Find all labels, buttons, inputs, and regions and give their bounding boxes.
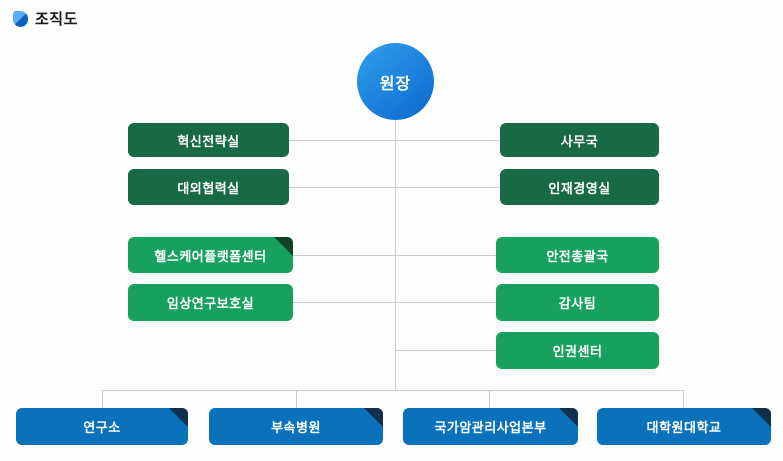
section-title: 조직도 [13, 8, 78, 29]
folded-corner-icon [169, 408, 188, 427]
leaf-bullet-icon [13, 10, 28, 27]
org-node-left-3: 헬스케어플랫폼센터 [128, 237, 293, 273]
org-node-label: 국가암관리사업본부 [434, 420, 547, 435]
org-node-label: 임상연구보호실 [166, 296, 255, 311]
org-node-label: 헬스케어플랫폼센터 [154, 248, 267, 264]
org-node-label: 인권센터 [552, 344, 603, 359]
org-node-label: 연구소 [83, 420, 121, 435]
org-node-label: 대학원대학교 [646, 420, 722, 435]
connector-drop-bottom-1 [102, 390, 103, 408]
org-node-root: 원장 [357, 43, 434, 120]
org-node-bottom-3: 국가암관리사업본부 [403, 408, 578, 445]
connector-line-row1 [289, 140, 500, 141]
org-node-right-4: 감사팀 [496, 284, 659, 321]
org-node-left-2: 대외협력실 [128, 169, 289, 205]
org-node-label: 혁신전략실 [177, 133, 240, 149]
folded-corner-icon [364, 408, 383, 427]
folded-corner-icon [274, 237, 293, 256]
page-title: 조직도 [35, 11, 78, 28]
connector-line-row4 [293, 302, 496, 303]
org-node-left-4: 임상연구보호실 [128, 284, 293, 321]
connector-drop-bottom-4 [683, 390, 684, 408]
org-node-left-1: 혁신전략실 [128, 123, 289, 157]
org-node-right-3: 안전총괄국 [496, 237, 659, 273]
folded-corner-icon [752, 408, 771, 427]
org-node-right-1: 사무국 [500, 123, 659, 157]
org-node-bottom-2: 부속병원 [209, 408, 383, 445]
org-node-label: 대외협력실 [177, 180, 240, 196]
org-node-label: 부속병원 [271, 420, 321, 435]
org-node-label: 사무국 [560, 133, 599, 149]
org-node-label: 감사팀 [558, 296, 597, 311]
org-node-right-2: 인재경영실 [500, 169, 659, 205]
org-node-label: 안전총괄국 [546, 248, 609, 264]
connector-line-row2 [289, 187, 500, 188]
connector-drop-bottom-2 [296, 390, 297, 408]
connector-line-bottom-horizontal [102, 390, 684, 391]
org-node-label: 인재경영실 [548, 180, 611, 196]
connector-drop-bottom-3 [489, 390, 490, 408]
folded-corner-icon [559, 408, 578, 427]
org-node-root-label: 원장 [379, 75, 412, 93]
org-node-bottom-1: 연구소 [16, 408, 188, 445]
org-node-bottom-4: 대학원대학교 [597, 408, 771, 445]
connector-line-row5 [395, 350, 496, 351]
org-node-right-5: 인권센터 [496, 332, 659, 369]
connector-line-row3 [293, 255, 496, 256]
